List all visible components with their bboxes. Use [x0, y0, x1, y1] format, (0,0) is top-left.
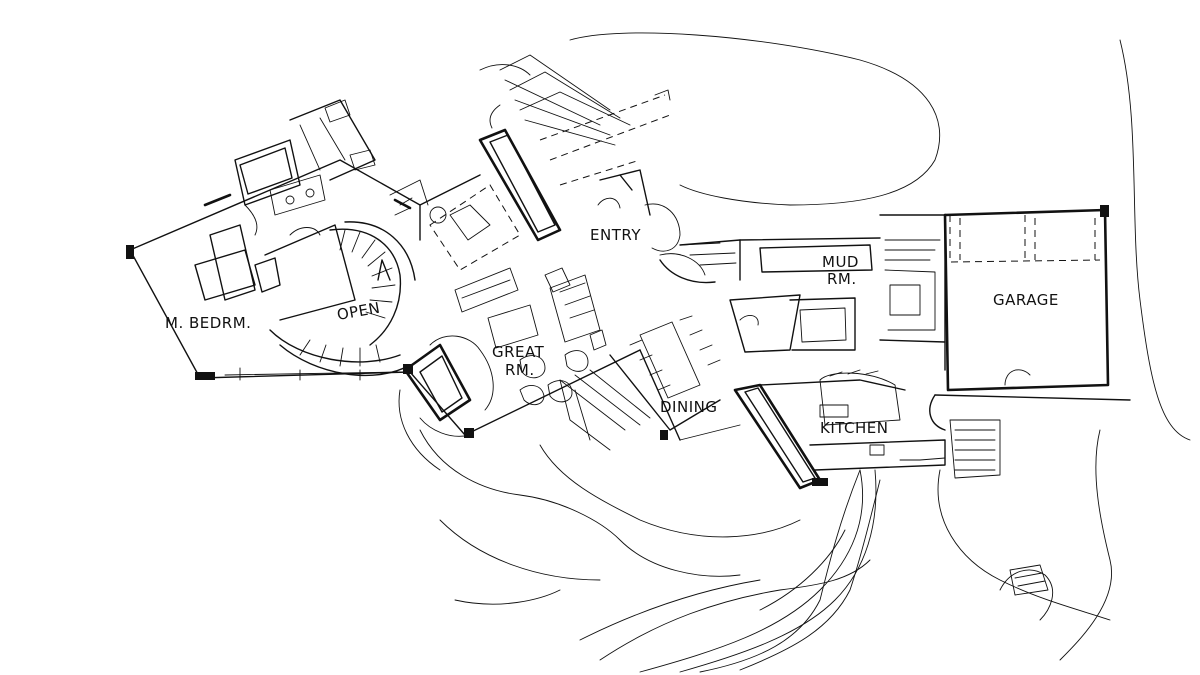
kitchen [733, 369, 946, 490]
master-bedroom-wing [126, 99, 421, 380]
mud-room [659, 214, 946, 371]
great-room [403, 174, 641, 438]
label-master-bedroom: M. BEDRM. [165, 314, 251, 332]
label-great-room-line2: RM. [505, 361, 535, 379]
creek [639, 469, 877, 673]
garage [929, 205, 1131, 596]
label-great-room-line1: GREAT [492, 343, 545, 361]
label-open: OPEN [336, 299, 382, 324]
label-mud-room-line2: RM. [827, 270, 857, 288]
label-mud-room-line1: MUD [822, 253, 859, 271]
room-labels: M. BEDRM. OPEN GREAT RM. ENTRY MUD RM. D… [165, 226, 1059, 437]
label-garage: GARAGE [993, 291, 1059, 309]
site-lines [224, 367, 946, 461]
terrain-contours [398, 32, 1191, 673]
dining-room [559, 315, 721, 451]
label-dining: DINING [660, 398, 717, 416]
entry-area [478, 54, 706, 276]
curved-stair [269, 179, 429, 377]
label-entry: ENTRY [590, 226, 641, 244]
label-kitchen: KITCHEN [820, 419, 889, 437]
